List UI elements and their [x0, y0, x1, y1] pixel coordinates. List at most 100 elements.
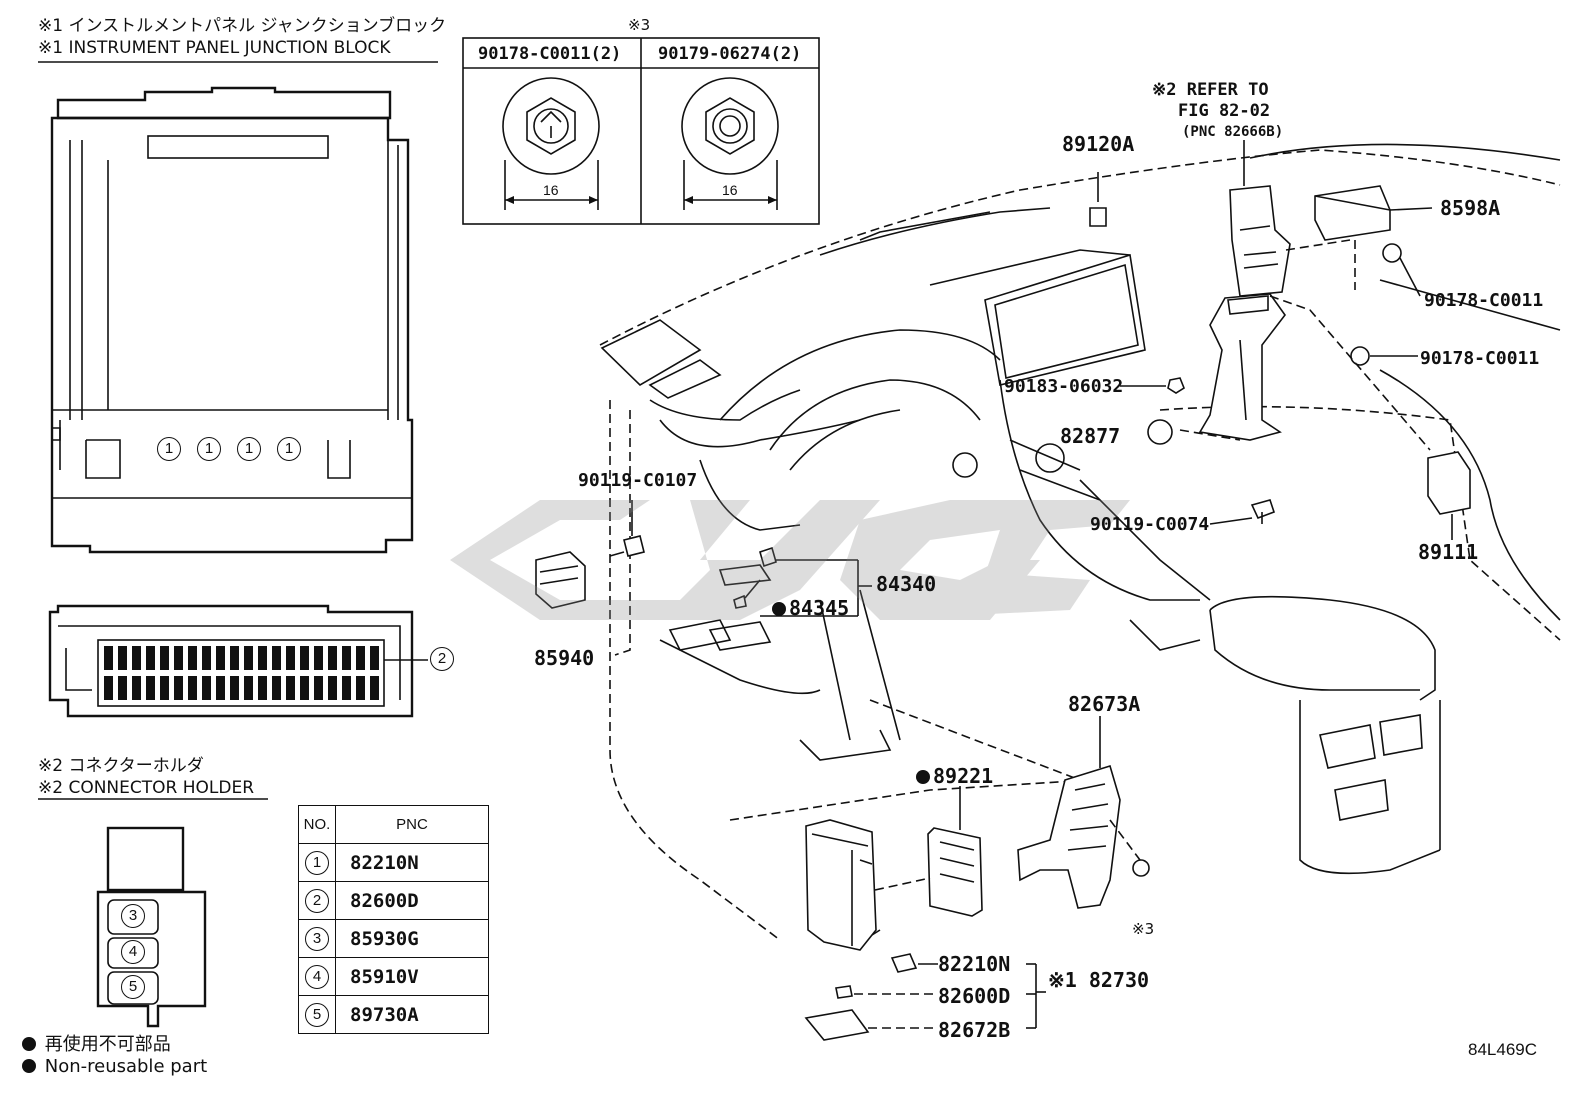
- connector-pin: [146, 646, 155, 670]
- connector-pin: [314, 646, 323, 670]
- connector-pin: [132, 646, 141, 670]
- connector-pin: [104, 676, 113, 700]
- connector-pin: [174, 676, 183, 700]
- fastener-right-part: 90179-06274(2): [658, 44, 802, 64]
- connector-pin: [160, 646, 169, 670]
- callout-90183: 90183-06032: [1004, 376, 1124, 397]
- connector-pin: [272, 646, 281, 670]
- non-reusable-dot-icon: [916, 770, 930, 784]
- jb-marker-1c: 1: [237, 437, 261, 461]
- connector-pin: [272, 676, 281, 700]
- callout-82877: 82877: [1060, 424, 1121, 448]
- callout-82210N: 82210N: [938, 952, 1011, 976]
- refer-note: ※2 REFER TO FIG 82-02 (PNC 82666B): [1152, 80, 1284, 140]
- jb-header-jp: ※1 インストルメントパネル ジャンクションブロック: [38, 16, 447, 36]
- connector-pin: [286, 646, 295, 670]
- legend-jp: 再使用不可部品: [22, 1030, 171, 1056]
- connector-pin: [258, 676, 267, 700]
- callout-82600D: 82600D: [938, 984, 1011, 1008]
- pnc-table: NO. PNC 1 82210N 2 82600D 3 85930G 4 859…: [298, 805, 489, 1034]
- holder-marker-4: 4: [121, 940, 145, 964]
- connector-pin: [356, 676, 365, 700]
- connector-pin: [132, 676, 141, 700]
- callout-89120A: 89120A: [1062, 132, 1135, 156]
- connector-pin: [370, 646, 379, 670]
- callout-82672B: 82672B: [938, 1018, 1011, 1042]
- junction-block-front-view: [50, 86, 414, 554]
- connector-pin: [356, 646, 365, 670]
- connector-pin: [188, 676, 197, 700]
- non-reusable-dot-icon: [772, 602, 786, 616]
- connector-pin: [328, 676, 337, 700]
- connector-pin: [174, 646, 183, 670]
- fastener-box: [462, 37, 820, 225]
- junction-block-bottom-view: [48, 604, 428, 718]
- table-row: 2 82600D: [298, 881, 489, 920]
- callout-90178-mid: 90178-C0011: [1420, 348, 1540, 369]
- connector-pin: [314, 676, 323, 700]
- parts-drawing: [535, 140, 1471, 1041]
- callout-84340: 84340: [876, 572, 937, 596]
- fastener-left-dim: 16: [543, 182, 559, 198]
- dashboard-drawing: [599, 143, 1561, 941]
- non-reusable-dot-icon: [22, 1037, 36, 1051]
- pnc-col-no: NO.: [298, 805, 336, 844]
- connector-pin: [118, 676, 127, 700]
- callout-82673A: 82673A: [1068, 692, 1141, 716]
- callout-8598A: 8598A: [1440, 196, 1501, 220]
- connector-pin: [188, 646, 197, 670]
- pnc-table-header: NO. PNC: [298, 805, 489, 844]
- legend-en: Non-reusable part: [22, 1056, 207, 1077]
- callout-85940: 85940: [534, 646, 595, 670]
- callout-84345: 84345: [772, 596, 849, 620]
- connector-pin: [342, 646, 351, 670]
- jb-marker-1b: 1: [197, 437, 221, 461]
- table-row: 5 89730A: [298, 995, 489, 1034]
- callout-90178-top: 90178-C0011: [1424, 290, 1544, 311]
- connector-pin: [104, 646, 113, 670]
- ch-header-en: ※2 CONNECTOR HOLDER: [38, 778, 255, 798]
- connector-pin: [216, 676, 225, 700]
- connector-pin: [230, 676, 239, 700]
- connector-pin: [160, 676, 169, 700]
- non-reusable-dot-icon: [22, 1059, 36, 1073]
- fastener-marker: ※3: [628, 16, 651, 34]
- callout-90119-C0074: 90119-C0074: [1090, 514, 1210, 535]
- table-row: 1 82210N: [298, 843, 489, 882]
- callout-90119-C0107: 90119-C0107: [578, 470, 698, 491]
- jb-header-en: ※1 INSTRUMENT PANEL JUNCTION BLOCK: [38, 38, 391, 58]
- watermark-logo: [450, 500, 1130, 620]
- holder-marker-3: 3: [121, 904, 145, 928]
- jb-marker-1a: 1: [157, 437, 181, 461]
- fastener-right-dim: 16: [722, 182, 738, 198]
- connector-pin: [258, 646, 267, 670]
- connector-pin: [300, 676, 309, 700]
- callout-89111: 89111: [1418, 540, 1479, 564]
- jb-marker-2: 2: [430, 647, 454, 671]
- connector-pin: [328, 646, 337, 670]
- ch-header-jp: ※2 コネクターホルダ: [38, 756, 204, 776]
- holder-marker-5: 5: [121, 975, 145, 999]
- callout-89221: 89221: [916, 764, 993, 788]
- connector-pin: [216, 646, 225, 670]
- connector-pin: [146, 676, 155, 700]
- table-row: 4 85910V: [298, 957, 489, 996]
- connector-pin: [230, 646, 239, 670]
- callout-marker-3: ※3: [1132, 920, 1155, 938]
- connector-pin: [202, 676, 211, 700]
- connector-pin: [118, 646, 127, 670]
- connector-pin: [244, 646, 253, 670]
- table-row: 3 85930G: [298, 919, 489, 958]
- pnc-col-pnc: PNC: [335, 805, 489, 844]
- jb-marker-1d: 1: [277, 437, 301, 461]
- connector-pin: [286, 676, 295, 700]
- connector-pin: [300, 646, 309, 670]
- callout-82730: ※1 82730: [1048, 968, 1150, 992]
- connector-pin: [342, 676, 351, 700]
- fastener-left-part: 90178-C0011(2): [478, 44, 622, 64]
- connector-holder-drawing: [96, 826, 207, 1028]
- figure-code: 84L469C: [1468, 1040, 1538, 1059]
- connector-pin: [244, 676, 253, 700]
- connector-pin: [370, 676, 379, 700]
